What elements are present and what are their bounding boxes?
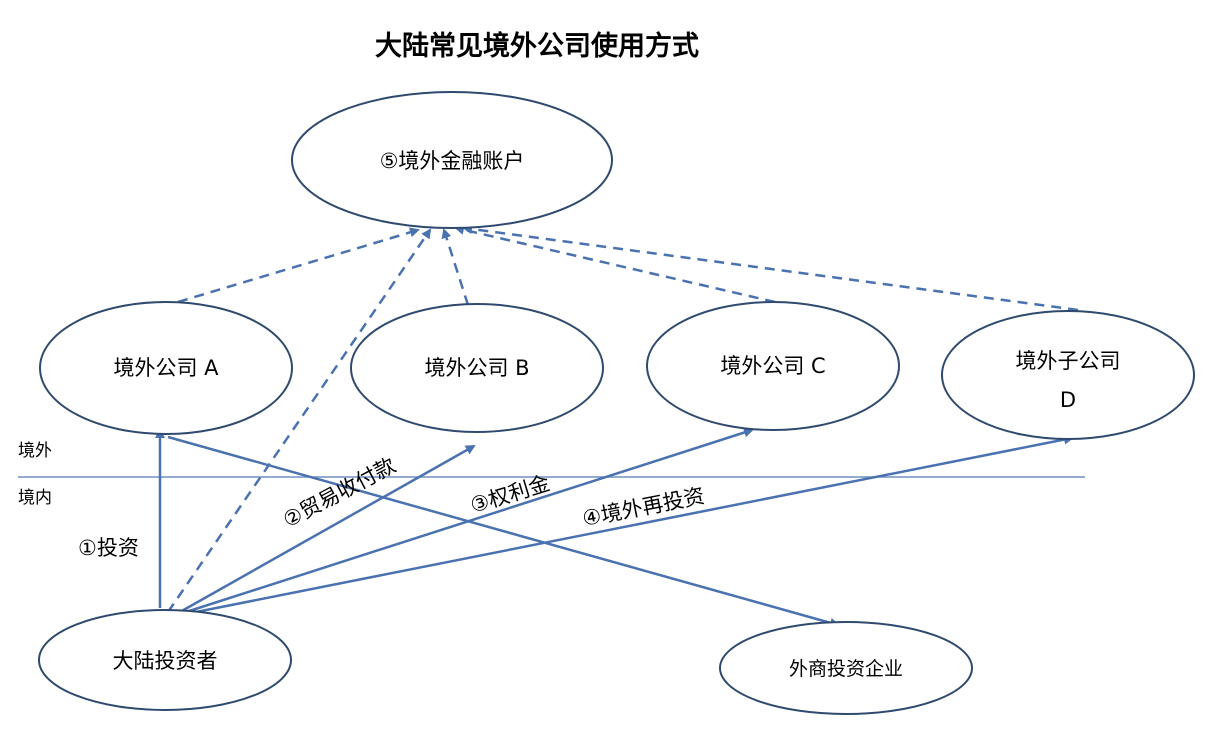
edge-a-to-fie [167,435,840,628]
node-company-a [39,301,293,435]
zone-label-domestic: 境内 [18,488,52,508]
node-subsidiary-d [941,310,1195,440]
node-financial-account-label: ⑤境外金融账户 [380,149,525,173]
edge-a-to-account [177,227,420,304]
edge-investor-to-account [166,228,432,613]
node-fie [719,621,973,715]
edge-reinvest [185,434,1074,616]
edge-label-royalty: ③权利金 [467,471,552,518]
node-company-c-label: 境外公司 C [720,354,825,378]
node-fie-label: 外商投资企业 [789,658,903,680]
edge-label-trade: ②贸易收付款 [279,453,400,532]
node-company-c [646,301,900,431]
edge-trade [179,444,476,614]
edge-d-to-account [462,224,1079,312]
node-company-b-label: 境外公司 B [424,356,529,380]
node-company-b [350,303,604,433]
zone-label-overseas: 境外 [18,441,52,461]
node-investor [38,609,292,711]
node-company-a-label: 境外公司 A [113,356,219,380]
node-financial-account [291,91,613,229]
diagram-title: 大陆常见境外公司使用方式 [375,30,699,62]
edge-c-to-account [454,224,776,304]
node-investor-label: 大陆投资者 [113,649,218,673]
node-subsidiary-d-label-line2: D [1060,388,1076,412]
edge-label-invest: ①投资 [78,536,139,560]
edge-b-to-account [441,228,470,306]
node-subsidiary-d-label-line1: 境外子公司 [1016,349,1121,373]
